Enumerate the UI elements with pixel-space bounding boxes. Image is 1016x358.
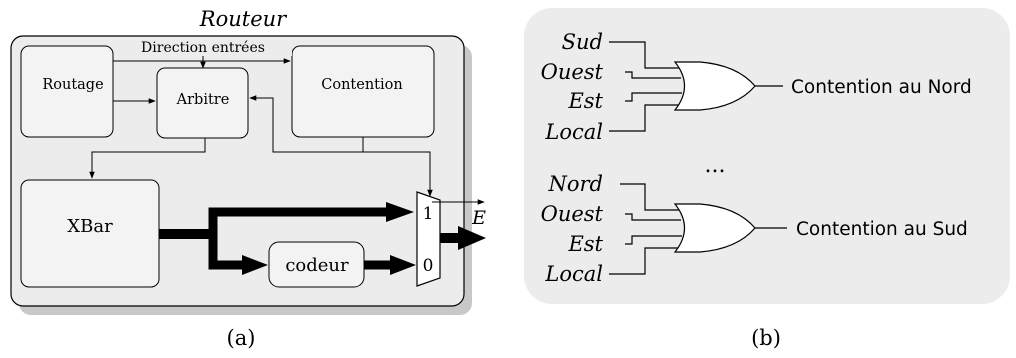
input-wire (625, 235, 682, 245)
contention-to-mux (363, 151, 433, 197)
mux-input-1: 1 (423, 204, 434, 224)
path-to-codeur (208, 230, 243, 270)
output-label: Contention au Sud (796, 219, 968, 240)
ellipsis: ... (705, 153, 726, 178)
input-label: Ouest (541, 60, 604, 84)
gate-group-south: Nord Ouest Est Local Contention au Sud (541, 172, 968, 286)
mux-input-0: 0 (423, 256, 434, 276)
input-wire (620, 183, 680, 211)
panel-a: Routeur Routage Arbitre Contention XBar … (10, 7, 486, 350)
input-wire (609, 104, 680, 132)
input-label: Est (567, 89, 603, 113)
or-gate (673, 203, 756, 253)
gate-group-north: Sud Ouest Est Local Contention au Nord (541, 30, 972, 144)
input-label: Ouest (541, 202, 604, 226)
mux (416, 191, 441, 287)
arbitre-to-xbar (89, 138, 206, 179)
output-label: Contention au Nord (791, 77, 972, 98)
input-label: Local (544, 120, 603, 144)
input-wire (625, 92, 682, 102)
arrowhead-codeur (242, 255, 268, 275)
input-label: Nord (548, 172, 604, 196)
mux-output-arrowhead (458, 226, 486, 250)
or-gate (673, 61, 756, 111)
arrowhead-mux-0 (390, 255, 416, 275)
input-wire (609, 41, 680, 69)
input-wire (625, 71, 681, 79)
caption-a: (a) (227, 326, 256, 350)
output-e-label: E (471, 207, 486, 229)
input-wire (609, 247, 680, 275)
input-wire (625, 213, 681, 221)
input-label: Sud (562, 30, 603, 54)
codeur-label: codeur (285, 255, 349, 276)
xbar-label: XBar (67, 216, 113, 237)
routage-block (20, 45, 114, 138)
panel-b: Sud Ouest Est Local Contention au Nord .… (524, 8, 1010, 350)
arrowhead-mux-1 (386, 202, 414, 222)
arbitre-label: Arbitre (176, 92, 230, 108)
direction-label: Direction entrées (141, 40, 265, 56)
input-label: Local (544, 262, 603, 286)
direction-label-bg (116, 38, 292, 56)
contention-label: Contention (321, 77, 402, 93)
panel-b-background (524, 8, 1010, 304)
caption-b: (b) (751, 326, 781, 350)
contention-to-arbitre (249, 95, 364, 153)
input-label: Est (567, 232, 603, 256)
routage-label: Routage (42, 77, 103, 93)
router-title: Routeur (199, 7, 288, 31)
